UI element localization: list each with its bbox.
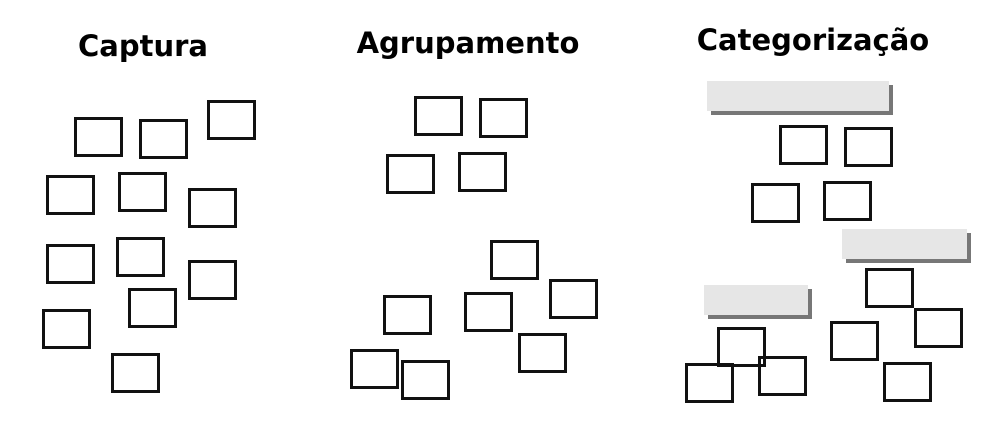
note-card [188,188,237,228]
note-card [111,353,160,393]
note-card [823,181,872,221]
category-header-bar [704,285,808,315]
note-card [383,295,432,335]
note-card [116,237,165,277]
note-card [74,117,123,157]
note-card [883,362,932,402]
note-card [128,288,177,328]
note-card [914,308,963,348]
note-card [758,356,807,396]
note-card [458,152,507,192]
stage-title-captura: Captura [78,29,208,63]
note-card [118,172,167,212]
note-card [42,309,91,349]
note-card [350,349,399,389]
note-card [830,321,879,361]
note-card [685,363,734,403]
note-card [414,96,463,136]
note-card [865,268,914,308]
note-card [549,279,598,319]
note-card [490,240,539,280]
note-card [188,260,237,300]
note-card [518,333,567,373]
note-card [717,327,766,367]
note-card [207,100,256,140]
note-card [844,127,893,167]
note-card [479,98,528,138]
note-card [751,183,800,223]
note-card [401,360,450,400]
note-card [464,292,513,332]
stage-title-agrupamento: Agrupamento [356,26,580,60]
stage-title-categorizacao: Categorização [696,23,930,57]
note-card [779,125,828,165]
note-card [46,175,95,215]
note-card [139,119,188,159]
note-card [46,244,95,284]
category-header-bar [707,81,889,111]
note-card [386,154,435,194]
category-header-bar [842,229,967,259]
